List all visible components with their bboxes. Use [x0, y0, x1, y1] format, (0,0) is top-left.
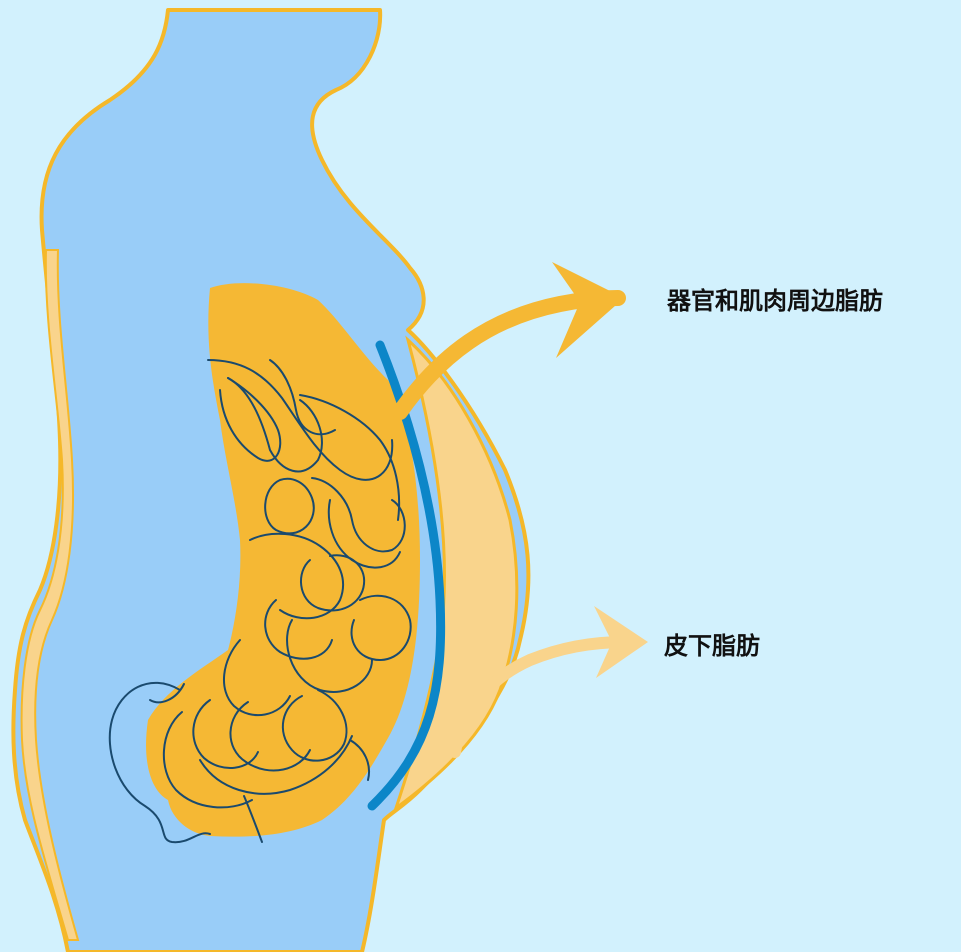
visceral-fat-label: 器官和肌肉周边脂肪: [667, 286, 883, 316]
subcutaneous-fat-label: 皮下脂肪: [664, 631, 760, 661]
